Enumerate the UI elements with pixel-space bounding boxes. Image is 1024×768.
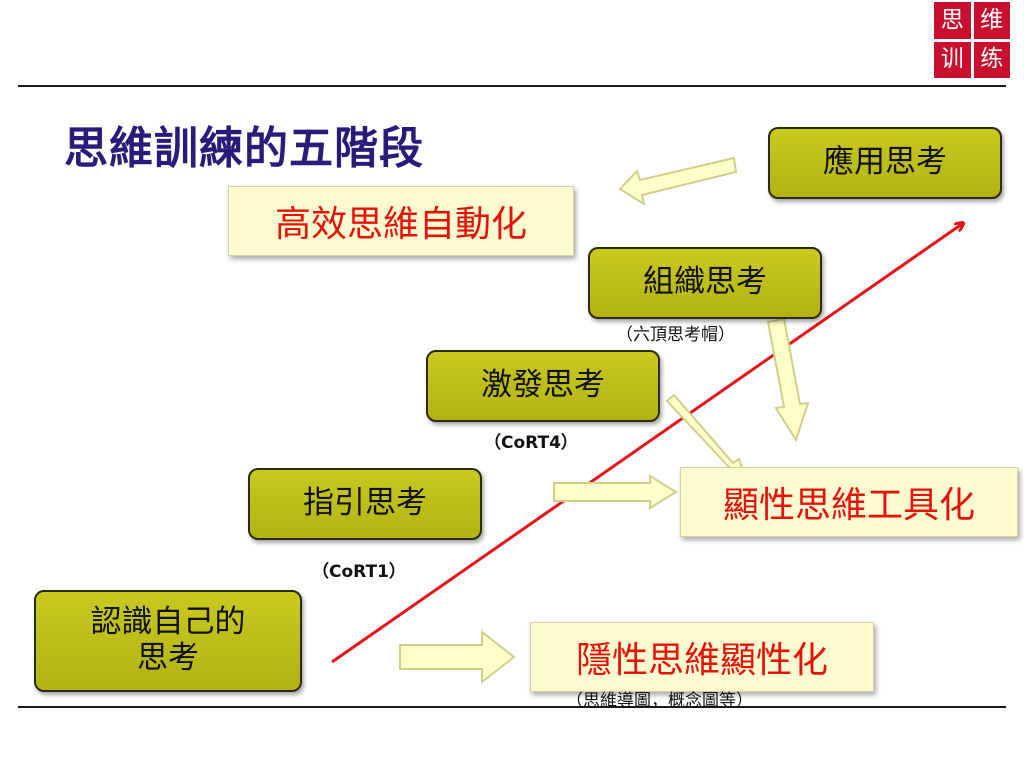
result-tooling-label: 顯性思維工具化: [722, 485, 975, 526]
result-explicit: 隱性思維顯性化: [530, 622, 874, 692]
result-explicit-label: 隱性思維顯性化: [575, 640, 828, 681]
note-mindmap: （思維導圖，概念圖等）: [566, 691, 753, 711]
logo-char: 练: [973, 41, 1010, 78]
result-tooling: 顯性思維工具化: [680, 467, 1018, 537]
stage-stimulate-thinking: 激發思考: [426, 350, 660, 422]
logo-char: 维: [973, 2, 1010, 39]
stage-stimulate-label: 激發思考: [481, 367, 605, 404]
logo-char: 思: [934, 2, 971, 39]
stage-organize-thinking: 組織思考: [588, 247, 822, 319]
top-rule: [18, 85, 1006, 87]
bottom-rule: [18, 706, 1006, 708]
note-six-hats: （六頂思考帽）: [616, 325, 735, 345]
result-automation-label: 高效思維自動化: [274, 204, 527, 245]
stage-recognize-line1: 認識自己的: [90, 604, 246, 641]
stage-guide-thinking: 指引思考: [248, 468, 482, 540]
result-automation: 高效思維自動化: [228, 186, 574, 256]
stage-organize-label: 組織思考: [643, 264, 767, 301]
note-cort4: （CoRT4）: [484, 433, 578, 453]
logo-char: 训: [934, 41, 971, 78]
arrow-six-hats-to-tooling: [766, 317, 810, 443]
stage-guide-label: 指引思考: [303, 485, 427, 522]
stage-recognize-thinking: 認識自己的 思考: [34, 590, 302, 692]
stage-apply-label: 應用思考: [823, 144, 947, 181]
stage-recognize-line2: 思考: [137, 640, 199, 676]
logo: 思 维 训 练: [934, 2, 1010, 78]
arrow-recognize-to-explicit: [399, 629, 516, 685]
progression-arrow: [331, 224, 962, 664]
note-cort1: （CoRT1）: [312, 562, 406, 582]
page-title: 思維訓練的五階段: [64, 123, 424, 174]
arrow-to-automation: [618, 156, 738, 207]
stage-apply-thinking: 應用思考: [768, 127, 1002, 199]
arrow-guide-to-tooling: [553, 474, 678, 510]
